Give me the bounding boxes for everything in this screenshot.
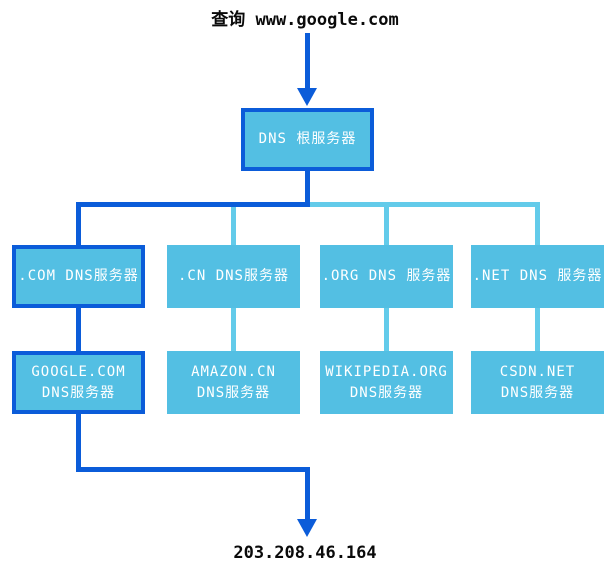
tld-server-label: .COM DNS服务器 xyxy=(18,268,139,284)
auth-server-label-line2: DNS服务器 xyxy=(41,384,116,401)
drop-net-line xyxy=(535,202,540,245)
tld-server-node-org: .ORG DNS 服务器 xyxy=(320,245,453,308)
connector-org-line xyxy=(384,308,389,351)
drop-com-line xyxy=(76,202,81,245)
root-stem-line xyxy=(305,170,310,207)
auth-server-label-line2: DNS服务器 xyxy=(500,384,575,401)
root-server-label: DNS 根服务器 xyxy=(258,131,357,147)
branch-bar-left xyxy=(76,202,310,207)
auth-server-node-wikipedia: WIKIPEDIA.ORG DNS服务器 xyxy=(320,351,453,414)
root-server-node: DNS 根服务器 xyxy=(241,108,374,171)
resolved-ip-text: 203.208.46.164 xyxy=(233,543,377,563)
auth-server-label-line1: GOOGLE.COM xyxy=(31,363,126,380)
result-path-across-line xyxy=(76,467,310,472)
auth-server-label-line2: DNS服务器 xyxy=(349,384,424,401)
tld-server-label: .CN DNS服务器 xyxy=(177,268,289,284)
tld-server-node-com: .COM DNS服务器 xyxy=(12,245,145,308)
auth-server-label-line2: DNS服务器 xyxy=(196,384,271,401)
auth-server-label-line1: AMAZON.CN xyxy=(191,363,276,380)
result-path-final-line xyxy=(305,467,310,521)
tld-server-node-cn: .CN DNS服务器 xyxy=(167,245,300,308)
auth-server-node-csdn: CSDN.NET DNS服务器 xyxy=(471,351,604,414)
auth-server-node-google: GOOGLE.COM DNS服务器 xyxy=(12,351,145,414)
connector-cn-line xyxy=(231,308,236,351)
connector-net-line xyxy=(535,308,540,351)
tld-server-node-net: .NET DNS 服务器 xyxy=(471,245,604,308)
query-arrow-head-icon xyxy=(297,88,317,106)
tld-server-label: .ORG DNS 服务器 xyxy=(321,268,452,284)
drop-cn-line xyxy=(231,207,236,245)
drop-org-line xyxy=(384,207,389,245)
auth-server-label-line1: WIKIPEDIA.ORG xyxy=(325,363,448,380)
query-title: 查询 www.google.com xyxy=(211,10,399,30)
auth-server-node-amazon: AMAZON.CN DNS服务器 xyxy=(167,351,300,414)
result-arrow-head-icon xyxy=(297,519,317,537)
connector-com-line xyxy=(76,308,81,351)
branch-bar-right xyxy=(310,202,540,207)
tld-server-label: .NET DNS 服务器 xyxy=(472,268,603,284)
auth-server-label-line1: CSDN.NET xyxy=(499,363,576,380)
result-path-down-line xyxy=(76,414,81,472)
query-arrow-line xyxy=(305,33,310,90)
